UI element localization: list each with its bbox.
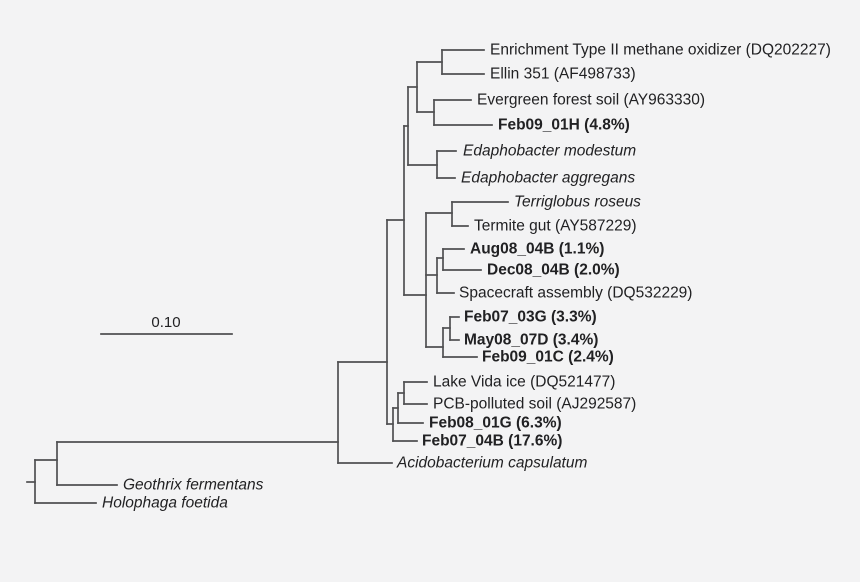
taxon-label-spacecraft-assembly: Spacecraft assembly (DQ532229): [459, 285, 692, 302]
taxon-label-pcb-polluted-soil: PCB-polluted soil (AJ292587): [433, 396, 636, 413]
taxon-label-feb09-01c: Feb09_01C (2.4%): [482, 349, 614, 366]
taxon-label-may08-07d: May08_07D (3.4%): [464, 332, 598, 349]
taxon-label-edaphobacter-aggregans: Edaphobacter aggregans: [461, 170, 635, 187]
taxon-label-holophaga-foetida: Holophaga foetida: [102, 495, 228, 512]
taxon-label-termite-gut: Termite gut (AY587229): [474, 218, 637, 235]
tree-tips: Enrichment Type II methane oxidizer (DQ2…: [34, 42, 831, 512]
scale-bar: 0.10: [100, 314, 233, 335]
tree-branches: [26, 49, 453, 504]
taxon-label-enrichment-methane-oxidizer: Enrichment Type II methane oxidizer (DQ2…: [490, 42, 831, 59]
taxon-label-ellin-351: Ellin 351 (AF498733): [490, 66, 636, 83]
taxon-label-aug08-04b: Aug08_04B (1.1%): [470, 241, 604, 258]
taxon-label-acidobacterium-capsulatum: Acidobacterium capsulatum: [396, 455, 587, 472]
taxon-label-lake-vida-ice: Lake Vida ice (DQ521477): [433, 374, 615, 391]
taxon-label-feb07-04b: Feb07_04B (17.6%): [422, 433, 562, 450]
taxon-label-terriglobus-roseus: Terriglobus roseus: [514, 194, 641, 211]
scale-bar-label: 0.10: [151, 314, 180, 331]
taxon-label-feb09-01h: Feb09_01H (4.8%): [498, 117, 630, 134]
taxon-label-feb08-01g: Feb08_01G (6.3%): [429, 415, 562, 432]
taxon-label-evergreen-forest-soil: Evergreen forest soil (AY963330): [477, 92, 705, 109]
taxon-label-feb07-03g: Feb07_03G (3.3%): [464, 309, 597, 326]
taxon-label-geothrix-fermentans: Geothrix fermentans: [123, 477, 264, 494]
taxon-label-dec08-04b: Dec08_04B (2.0%): [487, 262, 620, 279]
taxon-label-edaphobacter-modestum: Edaphobacter modestum: [463, 143, 636, 160]
